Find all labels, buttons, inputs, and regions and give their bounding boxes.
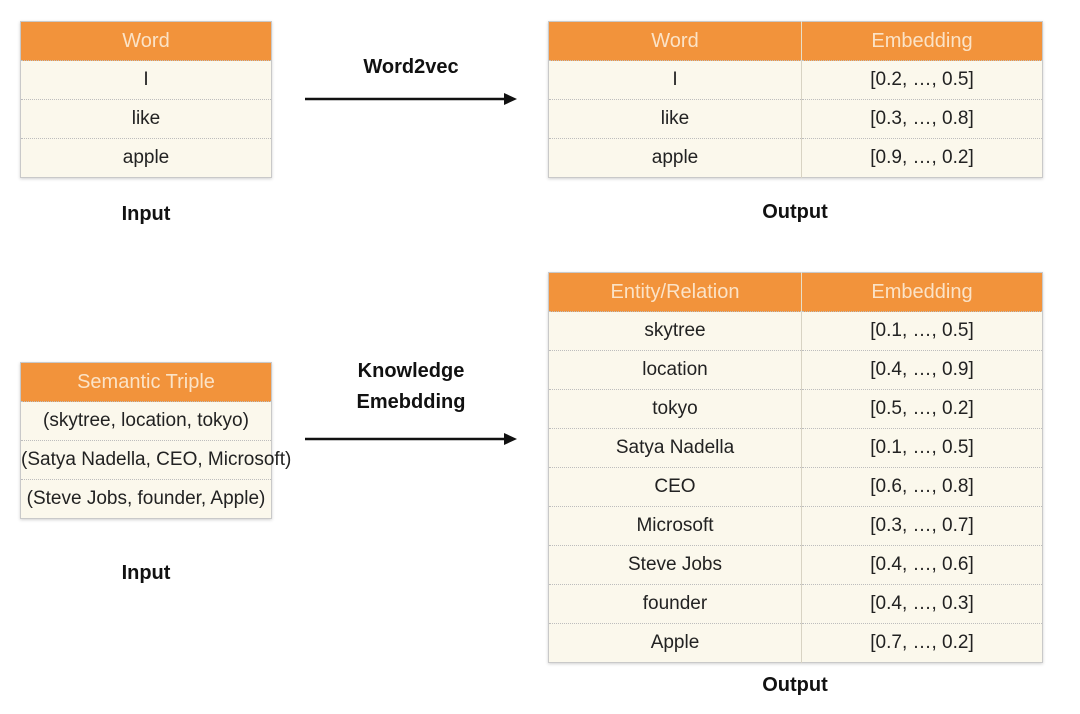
table-row: I [0.2, …, 0.5] (548, 60, 1043, 100)
output-caption: Output (762, 674, 828, 696)
entity-relation-column-header: Entity/Relation (548, 272, 802, 312)
embedding-cell: [0.1, …, 0.5] (801, 428, 1043, 468)
word-input-table: Word I like apple (20, 21, 272, 178)
triple-cell: (Steve Jobs, founder, Apple) (20, 479, 272, 519)
output-caption: Output (762, 201, 828, 223)
embedding-cell: [0.3, …, 0.8] (801, 99, 1043, 139)
semantic-triple-table: Semantic Triple (skytree, location, toky… (20, 362, 291, 519)
embedding-column-header: Embedding (801, 272, 1043, 312)
word-cell: like (548, 99, 802, 139)
entity-cell: location (548, 350, 802, 390)
word2vec-label: Word2vec (363, 56, 459, 78)
word-column-header: Word (20, 21, 272, 61)
word-cell: apple (20, 138, 272, 178)
entity-cell: CEO (548, 467, 802, 507)
embedding-cell: [0.3, …, 0.7] (801, 506, 1043, 546)
table-row: founder [0.4, …, 0.3] (548, 584, 1043, 624)
table-row: Microsoft [0.3, …, 0.7] (548, 506, 1043, 546)
input-caption: Input (121, 203, 171, 225)
embedding-cell: [0.5, …, 0.2] (801, 389, 1043, 429)
triple-cell: (skytree, location, tokyo) (20, 401, 272, 441)
embedding-cell: [0.4, …, 0.9] (801, 350, 1043, 390)
word-cell: I (548, 60, 802, 100)
input-caption: Input (121, 562, 171, 584)
table-row: Apple [0.7, …, 0.2] (548, 623, 1043, 663)
entity-cell: skytree (548, 311, 802, 351)
knowledge-embedding-arrow (305, 433, 517, 445)
table-row: apple [0.9, …, 0.2] (548, 138, 1043, 178)
embedding-cell: [0.6, …, 0.8] (801, 467, 1043, 507)
knowledge-embedding-label-line2: Emebdding (356, 391, 466, 413)
word2vec-arrow (305, 93, 517, 105)
embedding-cell: [0.4, …, 0.3] (801, 584, 1043, 624)
semantic-triple-header: Semantic Triple (20, 362, 272, 402)
entity-cell: tokyo (548, 389, 802, 429)
embedding-cell: [0.2, …, 0.5] (801, 60, 1043, 100)
table-row: Satya Nadella [0.1, …, 0.5] (548, 428, 1043, 468)
embedding-column-header: Embedding (801, 21, 1043, 61)
entity-cell: Apple (548, 623, 802, 663)
table-row: like [0.3, …, 0.8] (548, 99, 1043, 139)
table-row: skytree [0.1, …, 0.5] (548, 311, 1043, 351)
entity-cell: Satya Nadella (548, 428, 802, 468)
knowledge-embedding-label-line1: Knowledge (357, 360, 465, 382)
table-row: tokyo [0.5, …, 0.2] (548, 389, 1043, 429)
embedding-cell: [0.1, …, 0.5] (801, 311, 1043, 351)
triple-cell: (Satya Nadella, CEO, Microsoft) (20, 440, 291, 480)
entity-cell: Steve Jobs (548, 545, 802, 585)
embedding-cell: [0.4, …, 0.6] (801, 545, 1043, 585)
word-embedding-table: Word Embedding I [0.2, …, 0.5] like [0.3… (548, 21, 1043, 178)
knowledge-embedding-label: Knowledge Emebdding (305, 356, 517, 418)
word-cell: apple (548, 138, 802, 178)
table-row: Steve Jobs [0.4, …, 0.6] (548, 545, 1043, 585)
table-row: location [0.4, …, 0.9] (548, 350, 1043, 390)
word-cell: I (20, 60, 272, 100)
word-cell: like (20, 99, 272, 139)
entity-cell: Microsoft (548, 506, 802, 546)
embedding-cell: [0.7, …, 0.2] (801, 623, 1043, 663)
table-row: CEO [0.6, …, 0.8] (548, 467, 1043, 507)
word-column-header: Word (548, 21, 802, 61)
entity-embedding-table: Entity/Relation Embedding skytree [0.1, … (548, 272, 1043, 663)
embedding-cell: [0.9, …, 0.2] (801, 138, 1043, 178)
entity-cell: founder (548, 584, 802, 624)
